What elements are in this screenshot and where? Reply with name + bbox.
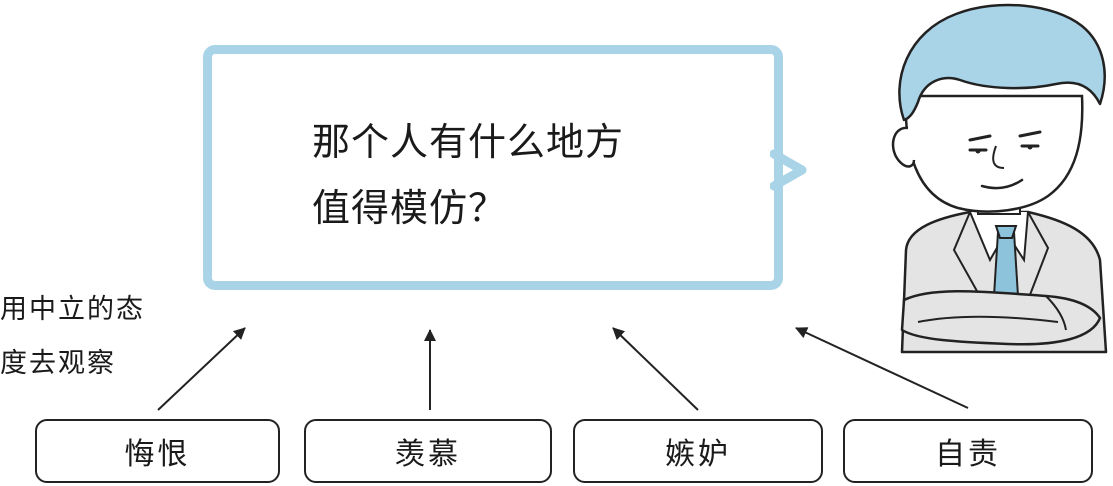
emotion-box-regret: 悔恨 (35, 419, 280, 483)
emotion-box-admire: 羡慕 (304, 419, 552, 483)
emotion-box-self-blame: 自责 (843, 419, 1093, 483)
emotion-label: 羡慕 (395, 429, 461, 473)
arrow-jealousy (613, 328, 698, 410)
arrow-regret (158, 328, 245, 410)
emotion-label: 嫉妒 (665, 429, 731, 473)
emotion-label: 悔恨 (125, 429, 191, 473)
emotion-box-jealousy: 嫉妒 (573, 419, 823, 483)
emotion-label: 自责 (935, 429, 1001, 473)
thinking-man-illustration (878, 0, 1113, 365)
